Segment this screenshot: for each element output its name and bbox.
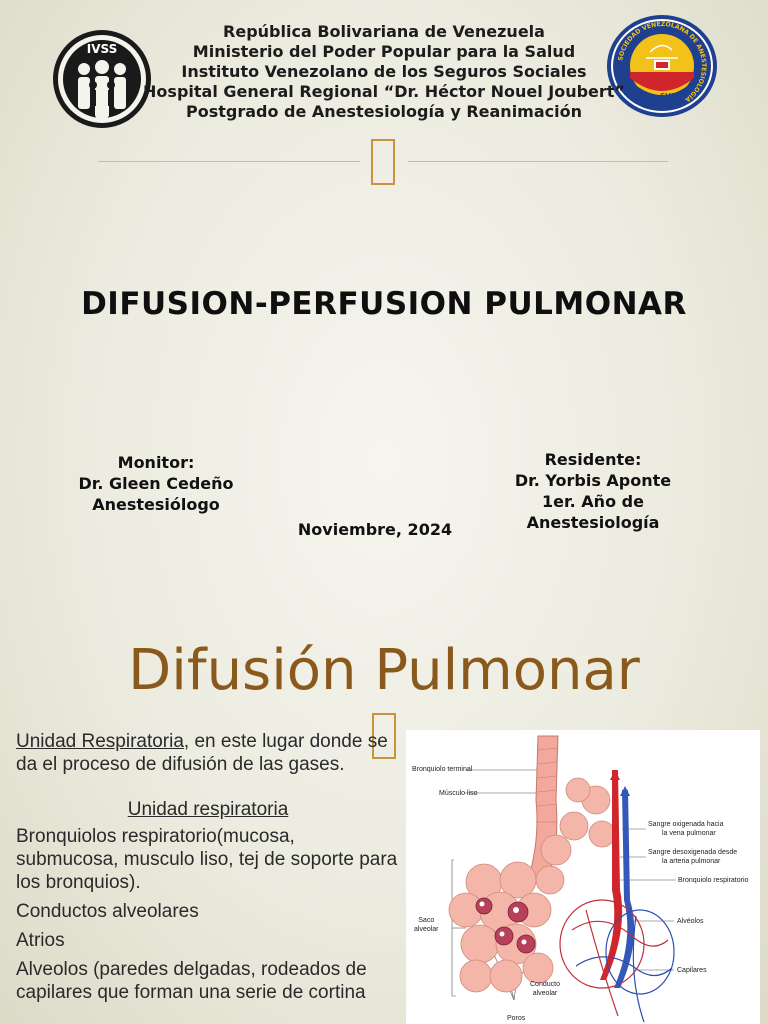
monitor-role: Anestesiólogo (92, 495, 220, 514)
resident-label: Residente: (544, 450, 642, 469)
label-sangre-oxigenada-line1: Sangre oxigenada hacia (648, 821, 724, 828)
title-slide: IVSS (0, 14, 768, 539)
header-line: Instituto Venezolano de los Seguros Soci… (181, 62, 587, 81)
institution-header: República Bolivariana de Venezuela Minis… (0, 22, 768, 122)
resident-specialty: Anestesiología (526, 513, 660, 532)
label-conducto-line1: Conducto (530, 981, 560, 988)
label-saco-line1: Saco (418, 917, 435, 924)
presentation-date: Noviembre, 2024 (297, 520, 453, 539)
monitor-label: Monitor: (117, 453, 195, 472)
label-conducto-line2: alveolar (532, 990, 558, 997)
label-saco-alveolar: Saco alveolar (414, 916, 439, 934)
header-line: Hospital General Regional “Dr. Héctor No… (143, 82, 625, 101)
label-conducto-alveolar: Conducto alveolar (530, 980, 560, 998)
resident-name: Dr. Yorbis Aponte (514, 471, 672, 490)
header-line: Ministerio del Poder Popular para la Sal… (192, 42, 576, 61)
ornament-box (372, 713, 396, 759)
content-slide: Difusión Pulmonar Unidad Respiratoria, e… (0, 580, 768, 1024)
label-sangre-desoxigenada-line1: Sangre desoxigenada desde (648, 849, 738, 856)
label-sangre-desoxigenada-line2: la arteria pulmonar (662, 858, 721, 865)
ornament-box (371, 139, 395, 185)
label-poros: Poros (507, 1015, 526, 1022)
slide-title: Difusión Pulmonar (128, 638, 640, 703)
label-sangre-desoxigenada: Sangre desoxigenada desde la arteria pul… (648, 848, 737, 866)
label-sangre-oxigenada: Sangre oxigenada hacia la vena pulmonar (648, 820, 724, 838)
list-item: Alveolos (paredes delgadas, rodeados de … (16, 959, 367, 1003)
header-line: República Bolivariana de Venezuela (223, 22, 545, 41)
intro-link[interactable]: Unidad Respiratoria (16, 731, 184, 752)
label-sangre-oxigenada-line2: la vena pulmonar (662, 830, 716, 837)
sva-logo-text: SVA (660, 92, 676, 100)
resident-credit: Residente: Dr. Yorbis Aponte 1er. Año de… (488, 449, 698, 533)
monitor-name: Dr. Gleen Cedeño (78, 474, 234, 493)
resident-year: 1er. Año de (542, 492, 644, 511)
slide-body: Unidad Respiratoria, en este lugar donde… (16, 730, 400, 1004)
label-bronquiolo-respiratorio: Bronquiolo respiratorio (678, 877, 749, 884)
label-musculo-liso: Músculo liso (439, 790, 478, 797)
subheading: Unidad respiratoria (127, 799, 289, 820)
alveolar-diagram: Bronquiolo terminal Músculo liso Sangre … (406, 730, 760, 1024)
ivss-logo-text: IVSS (87, 42, 118, 56)
header-line: Postgrado de Anestesiología y Reanimació… (185, 102, 582, 121)
list-item: Atrios (16, 930, 65, 951)
list-item: Bronquiolos respiratorio(mucosa, submuco… (16, 826, 398, 893)
list-item: Conductos alveolares (16, 901, 199, 922)
label-capilares: Capilares (677, 967, 707, 974)
label-bronquiolo-terminal: Bronquiolo terminal (412, 766, 473, 773)
divider-left (98, 161, 360, 162)
label-saco-line2: alveolar (414, 926, 439, 933)
sva-logo: SOCIEDAD VENEZOLANA DE ANESTESIOLOGÍA SV… (606, 14, 718, 118)
presentation-title: DIFUSION-PERFUSION PULMONAR (81, 286, 687, 322)
label-alveolos: Alvéolos (677, 918, 704, 925)
intro-paragraph: Unidad Respiratoria, en este lugar donde… (16, 730, 400, 776)
intro-text: , en este lugar donde se da el proceso d… (16, 731, 388, 775)
monitor-credit: Monitor: Dr. Gleen Cedeño Anestesiólogo (56, 452, 256, 515)
ivss-logo: IVSS (50, 27, 154, 131)
divider-right (408, 161, 668, 162)
